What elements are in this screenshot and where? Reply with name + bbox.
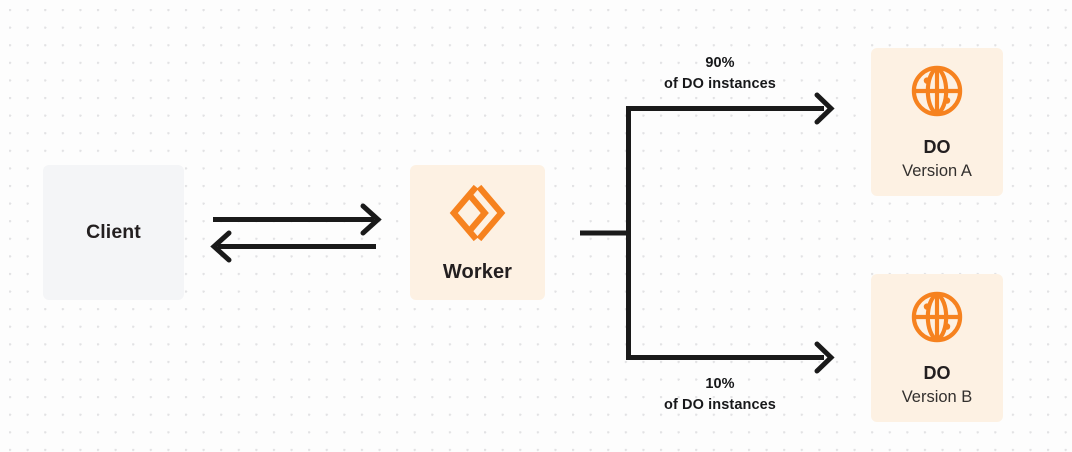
edge-label-top-branch: 90% of DO instances: [594, 53, 846, 95]
node-do-b-title: DO: [923, 362, 951, 383]
node-worker[interactable]: Worker: [410, 165, 545, 300]
globe-icon: [911, 65, 963, 117]
node-client[interactable]: Client: [43, 165, 184, 300]
cloudflare-workers-icon: [449, 184, 505, 241]
node-do-b-subtitle: Version B: [901, 388, 973, 407]
connector-worker-split: [580, 110, 631, 356]
arrow-branch-to-do-b: [626, 341, 835, 374]
arrow-worker-to-client: [210, 230, 376, 263]
edge-label-bottom-branch: 10% of DO instances: [594, 374, 846, 416]
edge-label-top-percent: 90%: [705, 55, 735, 71]
node-do-version-b[interactable]: DO Version B: [871, 274, 1003, 422]
arrow-client-to-worker: [213, 203, 382, 236]
edge-label-top-description: of DO instances: [664, 76, 776, 93]
node-do-a-title: DO: [923, 136, 951, 157]
edge-label-bottom-description: of DO instances: [664, 397, 776, 414]
edge-label-bottom-percent: 10%: [705, 376, 735, 392]
globe-icon: [911, 291, 963, 343]
node-client-label: Client: [86, 220, 141, 243]
node-worker-label: Worker: [442, 260, 513, 283]
node-do-a-subtitle: Version A: [902, 162, 972, 181]
arrow-branch-to-do-a: [626, 92, 835, 125]
node-do-version-a[interactable]: DO Version A: [871, 48, 1003, 196]
